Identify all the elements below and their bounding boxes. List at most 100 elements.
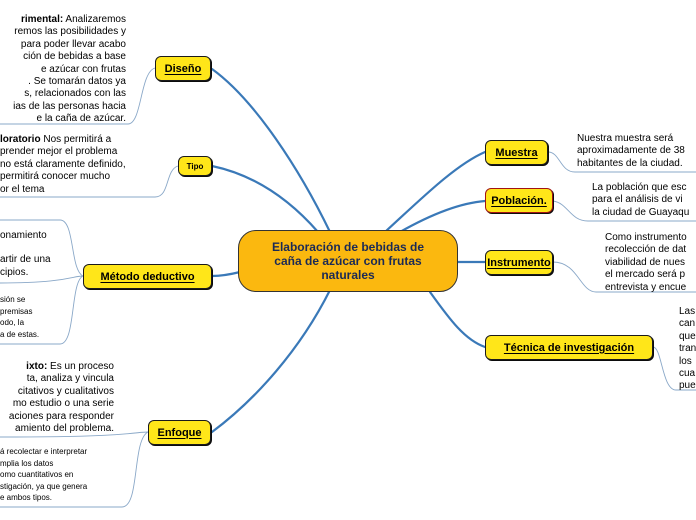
- leaf-tipo-first: Nos permitirá a: [40, 134, 112, 145]
- leaf-text-tecnica: Las can que tran los cua pue: [679, 306, 696, 393]
- node-enfoque-label: Enfoque: [157, 426, 202, 439]
- leaf-enfoque-a-line: aciones para responder: [8, 410, 114, 422]
- leaf-instrumento-line: viabilidad de nues: [605, 256, 686, 268]
- leaf-muestra-line: habitantes de la ciudad.: [577, 157, 683, 169]
- leaf-text-enfoque-b: á recolectar e interpretar mplia los dat…: [0, 446, 87, 504]
- leaf-text-enfoque-a: ixto: Es un proceso ta, analiza y vincul…: [9, 361, 114, 435]
- leaf-line-metodo-b: [0, 275, 84, 345]
- leaf-instrumento-line: recolección de dat: [605, 244, 687, 256]
- leaf-metodo-a-line: onamiento: [0, 230, 47, 241]
- leaf-metodo-a-line: artir de una: [0, 254, 51, 266]
- leaf-enfoque-a-line: amiento del problema.: [15, 423, 114, 435]
- leaf-poblacion-line: para el análisis de vi: [592, 194, 683, 206]
- leaf-metodo-b-line: a de estas.: [0, 329, 40, 339]
- node-metodo-deductivo[interactable]: Método deductivo: [83, 264, 212, 289]
- leaf-enfoque-b-line: stigación, ya que genera: [0, 481, 88, 491]
- leaf-diseno-line: s, relacionados con las: [24, 88, 126, 100]
- link-muestra: [383, 150, 487, 234]
- leaf-tecnica-line: que: [679, 330, 696, 342]
- leaf-line-enfoque-a: [0, 431, 149, 438]
- leaf-line-poblacion: [552, 200, 696, 222]
- leaf-muestra-line: aproximadamente de 38: [577, 145, 685, 157]
- leaf-diseno-line: para poder llevar acabo: [20, 38, 126, 50]
- leaf-tecnica-line: can: [679, 318, 696, 330]
- leaf-tipo-line: no está claramente definido,: [0, 158, 126, 170]
- leaf-diseno-line: ias de las personas hacia: [13, 100, 126, 112]
- leaf-line-metodo-a: [0, 219, 84, 277]
- leaf-metodo-b-line: odo, la: [0, 318, 25, 328]
- leaf-tecnica-line: pue: [679, 380, 696, 392]
- leaf-tipo-line: prender mejor el problema: [0, 146, 118, 158]
- leaf-poblacion-line: La población que esc: [592, 182, 687, 193]
- leaf-diseno-line: remos las posibilidades y: [14, 26, 126, 38]
- leaf-text-instrumento: Como instrumento recolección de dat viab…: [605, 232, 687, 294]
- leaf-tecnica-line: Las: [679, 306, 696, 317]
- leaf-enfoque-a-bold: ixto:: [26, 361, 48, 372]
- node-diseno-label: Diseño: [164, 62, 202, 75]
- leaf-tipo-line: or el tema: [0, 183, 45, 195]
- leaf-line-enfoque-b: [0, 431, 149, 508]
- node-tipo-label: Tipo: [186, 161, 204, 171]
- leaf-line-diseno: [0, 67, 156, 125]
- link-tipo: [210, 164, 320, 234]
- leaf-enfoque-b-line: e ambos tipos.: [0, 493, 53, 503]
- leaf-diseno-bold: rimental:: [20, 14, 64, 25]
- leaf-metodo-b-line: premisas: [0, 306, 33, 316]
- leaf-tecnica-line: los: [679, 355, 692, 367]
- leaf-metodo-b-line: sión se: [0, 295, 26, 304]
- leaf-enfoque-b-line: á recolectar e interpretar: [0, 447, 88, 456]
- leaf-diseno-first: Analizaremos: [63, 14, 126, 25]
- node-enfoque[interactable]: Enfoque: [148, 420, 211, 445]
- leaf-line-tipo: [0, 165, 179, 198]
- leaf-text-tipo: loratorio Nos permitirá a prender mejor …: [0, 134, 126, 196]
- leaf-line-metodo-a2: [0, 275, 84, 284]
- leaf-text-diseno: rimental: Analizaremos remos las posibil…: [13, 14, 126, 126]
- leaf-enfoque-a-line: ta, analiza y vincula: [26, 373, 114, 385]
- leaf-poblacion-line: la ciudad de Guayaqu: [592, 206, 690, 218]
- leaf-tecnica-line: cua: [679, 368, 696, 380]
- node-tecnica-label: Técnica de investigación: [503, 341, 635, 354]
- leaf-metodo-a-gap: [0, 242, 51, 254]
- leaf-instrumento-line: Como instrumento: [605, 232, 687, 243]
- leaf-text-metodo-b: sión se premisas odo, la a de estas.: [0, 294, 39, 340]
- leaf-enfoque-b-line: mplia los datos: [0, 458, 54, 468]
- node-instrumento[interactable]: Instrumento: [485, 250, 553, 275]
- leaf-diseno-line: . Se tomarán datos ya: [28, 76, 126, 88]
- leaf-tecnica-line: tran: [679, 343, 696, 355]
- node-metodo-label: Método deductivo: [100, 270, 195, 283]
- leaf-line-instrumento: [552, 261, 696, 293]
- leaf-line-tecnica: [652, 346, 696, 391]
- node-diseno[interactable]: Diseño: [155, 56, 211, 81]
- link-tecnica: [428, 290, 487, 349]
- leaf-tipo-bold: loratorio: [0, 134, 41, 145]
- node-muestra-label: Muestra: [495, 146, 538, 159]
- link-metodo: [210, 270, 242, 278]
- link-enfoque: [210, 288, 332, 434]
- leaf-enfoque-a-line: mo estudio o una serie: [12, 398, 114, 410]
- leaf-tipo-line: permitirá conocer mucho: [0, 171, 111, 183]
- node-poblacion-label: Población.: [491, 194, 547, 207]
- leaf-text-metodo-a: onamiento artir de una cipios.: [0, 230, 51, 279]
- node-muestra[interactable]: Muestra: [485, 140, 548, 165]
- leaf-metodo-a-line: cipios.: [0, 266, 29, 278]
- node-tecnica-investigacion[interactable]: Técnica de investigación: [485, 335, 653, 360]
- central-topic-title: Elaboración de bebidas de caña de azúcar…: [271, 240, 425, 282]
- node-poblacion[interactable]: Población.: [485, 188, 553, 213]
- leaf-muestra-line: Nuestra muestra será: [577, 133, 674, 144]
- leaf-diseno-line: ción de bebidas a base: [23, 51, 126, 63]
- leaf-enfoque-a-first: Es un proceso: [47, 361, 114, 372]
- link-diseno: [210, 67, 332, 234]
- node-tipo[interactable]: Tipo: [178, 156, 212, 176]
- leaf-diseno-line: e azúcar con frutas: [40, 63, 126, 75]
- leaf-diseno-line: e la caña de azúcar.: [36, 113, 126, 125]
- node-instrumento-label: Instrumento: [487, 256, 551, 269]
- leaf-text-poblacion: La población que esc para el análisis de…: [592, 182, 689, 219]
- link-poblacion: [398, 199, 487, 234]
- leaf-text-muestra: Nuestra muestra será aproximadamente de …: [577, 133, 685, 170]
- leaf-enfoque-a-line: citativos y cualitativos: [17, 385, 114, 397]
- leaf-instrumento-line: entrevista y encue: [605, 281, 687, 293]
- leaf-line-muestra: [547, 151, 696, 173]
- central-topic[interactable]: Elaboración de bebidas de caña de azúcar…: [238, 230, 458, 292]
- leaf-enfoque-b-line: omo cuantitativos en: [0, 470, 74, 480]
